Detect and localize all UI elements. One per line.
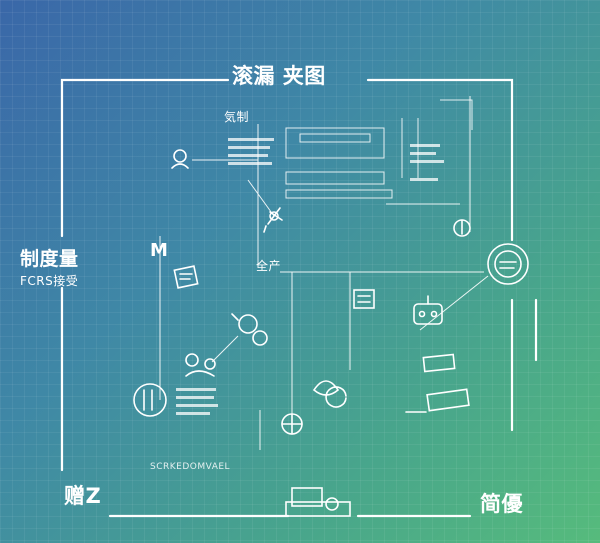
diagram-title: 滚漏 夹图 [232,64,326,88]
bottom-left-label: 赠Z [64,484,102,508]
scales-icon [231,313,268,346]
footer-caption: SCRKEDOMVAEL [150,462,231,472]
coin-stack-icon [133,383,167,417]
people-icon [185,353,216,377]
connector-right-diag [419,275,489,331]
bottom-right-label: 简優 [480,492,523,516]
frame-top-right [366,78,514,242]
robot-icon [413,295,443,325]
connector-robot-people [211,335,239,363]
frame-top-left [60,78,230,86]
person-icon [171,149,189,169]
target-node-icon [487,243,529,285]
lab-flask-icon [453,219,471,237]
globe-icon [281,413,303,435]
center-node-label: 全产 [256,259,282,273]
left-section-title: 制度量 [20,248,79,270]
left-section-subtitle: FCRS接受 [20,274,79,288]
document-icon [173,265,199,289]
leaf-icon [312,380,347,408]
circuit-block [285,99,473,205]
pencil-icon [263,207,283,233]
connector-diag-pencil [247,179,275,217]
desk-printer-icon [285,487,351,517]
printer-icon [353,289,375,309]
tablet-stack-icon [405,353,470,413]
top-node-label: 気制 [224,110,250,124]
data-strips [176,138,444,415]
left-section-mark: M [150,240,169,261]
